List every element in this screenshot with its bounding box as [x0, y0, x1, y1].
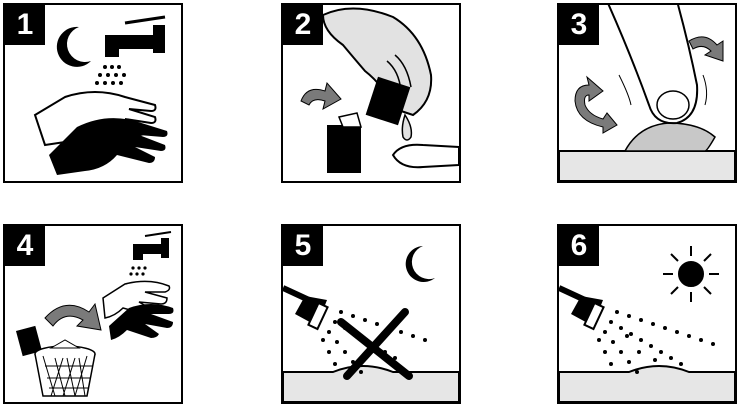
open-sachet-icon	[327, 113, 361, 173]
finger-icon	[607, 5, 707, 123]
shower-head-icon	[283, 288, 328, 329]
cream-drop-icon	[402, 115, 411, 140]
step-number: 1	[5, 5, 45, 45]
water-drops-icon	[129, 266, 146, 275]
hands-icon	[35, 92, 168, 175]
curved-arrow-icon	[575, 77, 617, 133]
step-4-panel: 4	[3, 224, 183, 404]
step-number: 2	[283, 5, 323, 45]
step-number: 6	[559, 226, 599, 266]
curved-arrow-icon	[45, 304, 101, 330]
floor-icon	[283, 366, 459, 402]
moon-icon	[406, 246, 435, 282]
sun-icon	[663, 246, 719, 302]
curved-arrow-icon	[301, 83, 341, 109]
floor-icon	[559, 366, 735, 402]
faucet-icon	[105, 17, 165, 57]
step-5-panel: 5	[281, 224, 461, 404]
faucet-icon	[133, 232, 171, 260]
curved-arrow-icon	[689, 37, 723, 61]
water-drops-icon	[95, 65, 126, 85]
step-1-panel: 1	[3, 3, 183, 183]
hands-icon	[103, 281, 174, 340]
step-6-panel: 6	[557, 224, 737, 404]
shower-head-icon	[559, 288, 604, 329]
step-number: 5	[283, 226, 323, 266]
step-3-panel: 3	[557, 3, 737, 183]
cream-mound-icon	[625, 123, 715, 151]
floor-icon	[559, 151, 735, 181]
step-number: 3	[559, 5, 599, 45]
water-drops-icon	[597, 310, 715, 374]
step-number: 4	[5, 226, 45, 266]
waste-basket-icon	[35, 340, 95, 396]
moon-icon	[57, 27, 91, 67]
step-2-panel: 2	[281, 3, 461, 183]
fingertip-icon	[393, 145, 459, 168]
